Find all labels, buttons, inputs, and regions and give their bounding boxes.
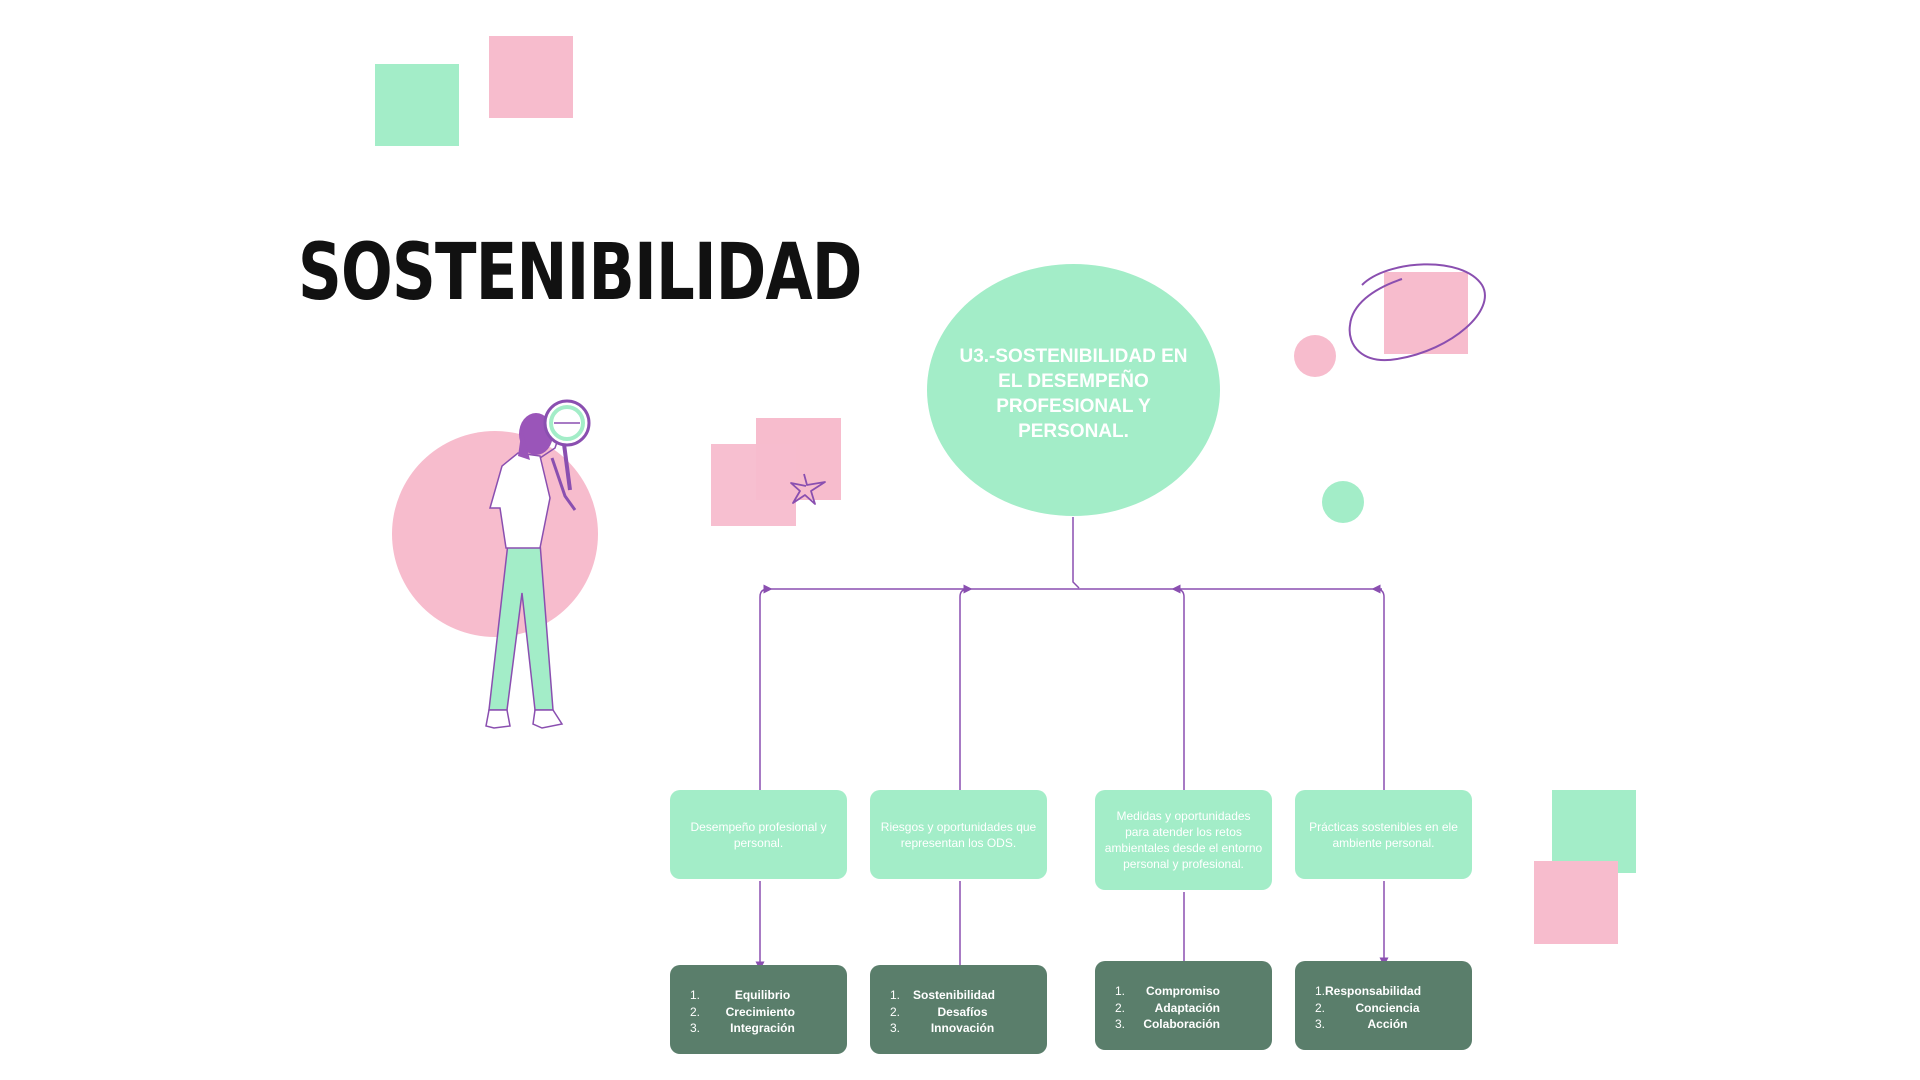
decor-square-green-bottom-right <box>1552 790 1636 873</box>
decor-dot-green <box>1322 481 1364 523</box>
list-item: 3.Acción <box>1315 1017 1408 1031</box>
leaf-list-medidas: 1.Compromiso 2.Adaptación 3.Colaboración <box>1095 961 1272 1050</box>
branch-node-desempeno: Desempeño profesional y personal. <box>670 790 847 879</box>
list-item: 3.Innovación <box>890 1021 995 1035</box>
root-node: U3.-SOSTENIBILIDAD EN EL DESEMPEÑO PROFE… <box>927 264 1220 516</box>
list-item: 1.Responsabilidad <box>1315 984 1422 998</box>
branch-node-medidas: Medidas y oportunidades para atender los… <box>1095 790 1272 890</box>
decor-square-pink-top <box>489 36 573 118</box>
star-doodle-icon <box>790 473 826 505</box>
branch-node-practicas: Prácticas sostenibles en ele ambiente pe… <box>1295 790 1472 879</box>
scribble-ring-icon <box>1348 263 1486 362</box>
list-item: 1.Equilibrio <box>690 988 791 1002</box>
page-title: SOSTENIBILIDAD <box>298 228 862 318</box>
decor-square-pink-bottom-right <box>1534 861 1618 944</box>
decor-square-pink-right <box>1384 272 1468 354</box>
list-item: 2.Crecimiento <box>690 1004 795 1019</box>
branch-node-label: Riesgos y oportunidades que representan … <box>880 819 1037 850</box>
decor-square-green-top <box>375 64 459 146</box>
list-item: 3.Integración <box>690 1021 795 1035</box>
decor-dot-pink <box>1294 335 1336 377</box>
leaf-list-desempeno: 1.Equilibrio 2.Crecimiento 3.Integración <box>670 965 847 1054</box>
branch-node-label: Prácticas sostenibles en ele ambiente pe… <box>1309 819 1458 850</box>
list-item: 3.Colaboración <box>1115 1017 1220 1031</box>
branch-node-riesgos: Riesgos y oportunidades que representan … <box>870 790 1047 879</box>
list-item: 1.Compromiso <box>1115 984 1220 998</box>
list-item: 1.Sostenibilidad <box>890 988 995 1002</box>
list-item: 2.Conciencia <box>1315 1000 1420 1015</box>
leaf-list-practicas: 1.Responsabilidad 2.Conciencia 3.Acción <box>1295 961 1472 1050</box>
branch-node-label: Medidas y oportunidades para atender los… <box>1104 809 1263 871</box>
root-node-label: U3.-SOSTENIBILIDAD EN EL DESEMPEÑO PROFE… <box>959 346 1188 442</box>
decor-square-pink-mid-front <box>711 444 796 526</box>
list-item: 2.Adaptación <box>1115 1000 1220 1015</box>
branch-node-label: Desempeño profesional y personal. <box>690 819 827 850</box>
woman-with-magnifying-glass-icon <box>392 399 598 729</box>
leaf-list-riesgos: 1.Sostenibilidad 2.Desafíos 3.Innovación <box>870 965 1047 1054</box>
list-item: 2.Desafíos <box>890 1004 988 1019</box>
